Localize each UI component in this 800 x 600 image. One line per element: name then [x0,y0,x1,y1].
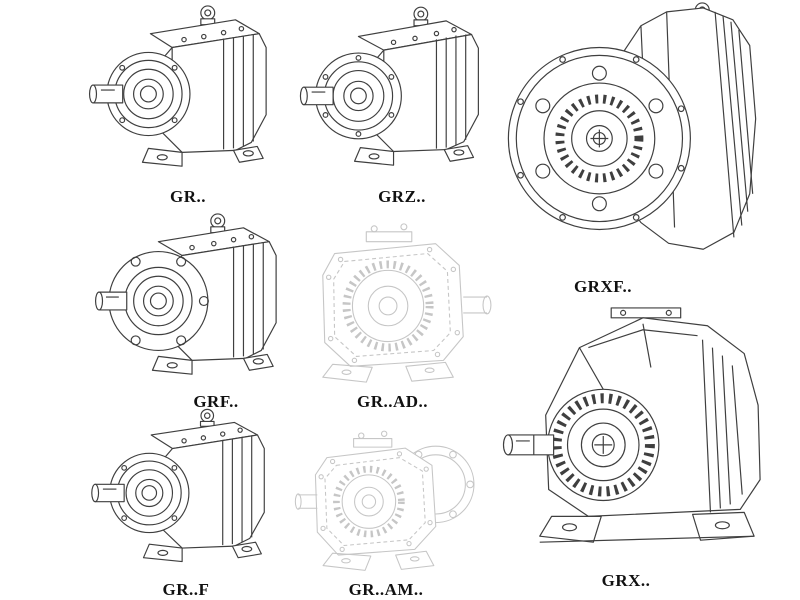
gearbox-drawing-grxf [500,0,768,272]
gearbox-drawing-gr-am [288,408,488,578]
label-grz: GRZ.. [378,187,426,206]
label-gr-am: GR..AM.. [348,580,424,599]
gr-ad-line-drawing-svg [322,223,492,383]
gr-am-line-drawing-svg [294,430,475,571]
gearbox-drawing-gr-ad [288,212,498,395]
gearbox-drawing-gr [86,2,286,185]
grf-line-drawing-svg [94,213,277,375]
label-grxf: GRXF.. [573,277,633,296]
gr-f-line-drawing-svg [91,408,265,563]
gearbox-drawing-grx [492,296,784,564]
label-gr-f: GR..F [162,580,210,599]
gearbox-drawing-gr-f [86,406,286,578]
label-grf: GRF.. [193,392,239,411]
gr-line-drawing-svg [88,5,267,167]
gearbox-drawing-grz [298,2,493,185]
grz-line-drawing-svg [299,6,479,166]
gearbox-drawing-grf [92,210,297,393]
label-gr-ad: GR..AD.. [356,392,429,411]
grx-line-drawing-svg [502,307,761,543]
label-grx: GRX.. [601,571,651,590]
label-gr: GR.. [170,187,206,206]
grxf-line-drawing-svg [507,2,757,250]
